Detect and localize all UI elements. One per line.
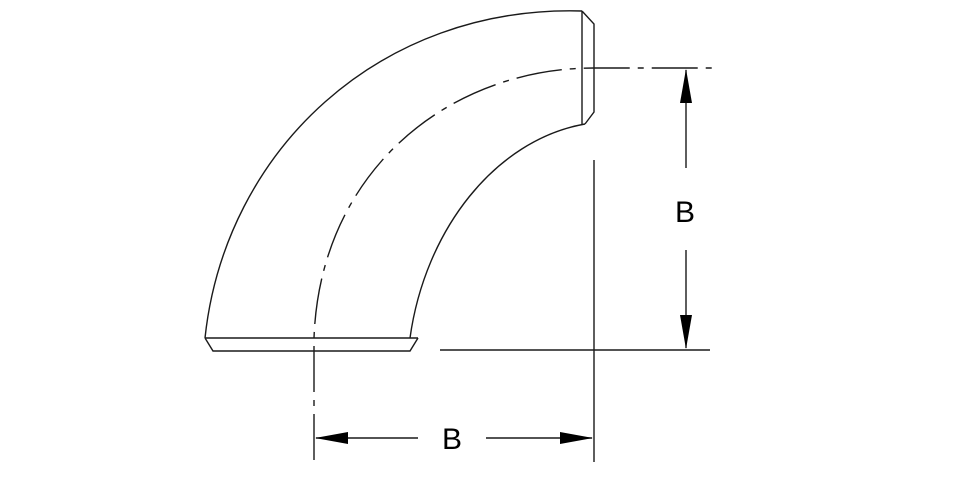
outer-arc <box>204 10 583 339</box>
bend-centerline <box>313 67 712 460</box>
inner-arc <box>409 123 586 339</box>
extension-lines <box>440 160 710 462</box>
dimension-label-vertical: B <box>675 196 695 229</box>
elbow-body <box>204 10 595 352</box>
arrowhead-right <box>560 432 593 444</box>
vertical-dimension: B <box>675 69 695 349</box>
arrowhead-left <box>315 432 348 444</box>
dimension-label-horizontal: B <box>442 423 462 456</box>
horizontal-dimension: B <box>315 423 593 456</box>
arrowhead-down <box>680 315 692 349</box>
bottom-end-face <box>204 337 419 352</box>
arrowhead-up <box>680 69 692 103</box>
